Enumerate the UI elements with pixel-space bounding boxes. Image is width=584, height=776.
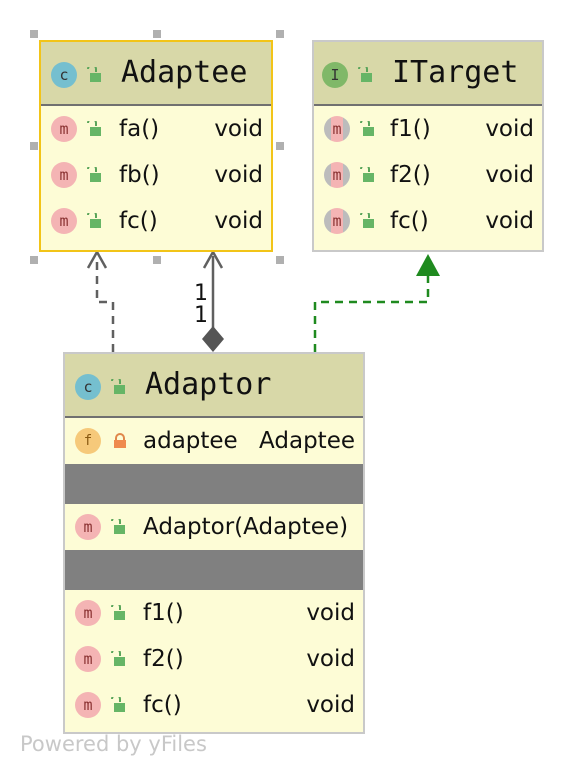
class-adaptor[interactable]: c Adaptor f adaptee Adaptee m Adaptor(Ad… bbox=[63, 352, 365, 734]
multiplicity-label-target: 1 bbox=[194, 303, 208, 328]
unlock-icon bbox=[111, 605, 125, 620]
method-return-type: void bbox=[485, 162, 534, 188]
unlock-icon bbox=[111, 697, 125, 712]
abstract-method-icon: m bbox=[324, 162, 350, 188]
interface-header[interactable]: I ITarget bbox=[314, 42, 542, 106]
dependency-edge[interactable] bbox=[86, 249, 115, 352]
unlock-icon bbox=[87, 67, 101, 82]
implements-edge[interactable] bbox=[313, 254, 440, 352]
method-return-type: void bbox=[306, 692, 355, 718]
unlock-icon bbox=[111, 651, 125, 666]
yfiles-watermark: Powered by yFiles bbox=[20, 732, 207, 756]
method-row[interactable]: m fb() void bbox=[41, 152, 271, 198]
method-return-type: void bbox=[485, 208, 534, 234]
class-title: Adaptor bbox=[145, 367, 272, 402]
resize-handle-e[interactable] bbox=[276, 142, 284, 150]
field-row[interactable]: f adaptee Adaptee bbox=[65, 418, 363, 464]
method-return-type: void bbox=[214, 116, 263, 142]
method-name: f2() bbox=[390, 162, 431, 188]
composition-diamond bbox=[202, 326, 224, 352]
method-name: f1() bbox=[390, 116, 431, 142]
class-adaptee[interactable]: c Adaptee m fa() void m fb() void m fc()… bbox=[39, 40, 273, 252]
resize-handle-s[interactable] bbox=[153, 256, 161, 264]
method-icon: m bbox=[51, 208, 77, 234]
method-name: fc() bbox=[119, 208, 158, 234]
constructor-icon: m bbox=[75, 514, 101, 540]
implements-arrowhead bbox=[416, 254, 440, 276]
method-name: f1() bbox=[143, 600, 184, 626]
class-badge-icon: c bbox=[75, 374, 101, 400]
method-row[interactable]: m f2() void bbox=[65, 636, 363, 682]
method-return-type: void bbox=[214, 162, 263, 188]
method-row[interactable]: m fc() void bbox=[314, 198, 542, 244]
method-name: fa() bbox=[119, 116, 160, 142]
unlock-icon bbox=[360, 167, 374, 182]
multiplicity-label-source: 1 bbox=[194, 281, 208, 306]
interface-itarget[interactable]: I ITarget m f1() void m f2() void m fc()… bbox=[312, 40, 544, 252]
abstract-method-icon: m bbox=[324, 208, 350, 234]
class-header[interactable]: c Adaptor bbox=[65, 354, 363, 418]
method-icon: m bbox=[51, 116, 77, 142]
unlock-icon bbox=[360, 121, 374, 136]
method-icon: m bbox=[75, 600, 101, 626]
method-return-type: void bbox=[214, 208, 263, 234]
field-name: adaptee bbox=[143, 428, 238, 454]
unlock-icon bbox=[111, 519, 125, 534]
field-type: Adaptee bbox=[259, 428, 355, 454]
method-row[interactable]: m f1() void bbox=[65, 590, 363, 636]
resize-handle-ne[interactable] bbox=[276, 30, 284, 38]
method-name: fb() bbox=[119, 162, 160, 188]
method-row[interactable]: m f2() void bbox=[314, 152, 542, 198]
method-row[interactable]: m fc() void bbox=[65, 682, 363, 728]
interface-title: ITarget bbox=[392, 55, 519, 90]
resize-handle-se[interactable] bbox=[276, 256, 284, 264]
class-header[interactable]: c Adaptee bbox=[41, 42, 271, 106]
field-icon: f bbox=[75, 428, 101, 454]
class-title: Adaptee bbox=[121, 55, 248, 90]
class-badge-icon: c bbox=[51, 62, 77, 88]
method-name: fc() bbox=[143, 692, 182, 718]
section-separator bbox=[65, 550, 363, 590]
method-icon: m bbox=[75, 692, 101, 718]
composition-edge[interactable] bbox=[202, 249, 224, 352]
resize-handle-w[interactable] bbox=[30, 142, 38, 150]
unlock-icon bbox=[360, 213, 374, 228]
unlock-icon bbox=[87, 213, 101, 228]
method-row[interactable]: m f1() void bbox=[314, 106, 542, 152]
abstract-method-icon: m bbox=[324, 116, 350, 142]
method-return-type: void bbox=[306, 646, 355, 672]
method-row[interactable]: m fa() void bbox=[41, 106, 271, 152]
interface-badge-icon: I bbox=[322, 62, 348, 88]
unlock-icon bbox=[87, 121, 101, 136]
resize-handle-sw[interactable] bbox=[30, 256, 38, 264]
resize-handle-n[interactable] bbox=[153, 30, 161, 38]
unlock-icon bbox=[87, 167, 101, 182]
lock-icon bbox=[114, 433, 126, 448]
section-separator bbox=[65, 464, 363, 504]
method-icon: m bbox=[75, 646, 101, 672]
method-name: fc() bbox=[390, 208, 429, 234]
method-return-type: void bbox=[485, 116, 534, 142]
constructor-signature: Adaptor(Adaptee) bbox=[143, 514, 349, 540]
method-row[interactable]: m fc() void bbox=[41, 198, 271, 244]
method-name: f2() bbox=[143, 646, 184, 672]
method-icon: m bbox=[51, 162, 77, 188]
unlock-icon bbox=[111, 379, 125, 394]
method-return-type: void bbox=[306, 600, 355, 626]
constructor-row[interactable]: m Adaptor(Adaptee) bbox=[65, 504, 363, 550]
resize-handle-nw[interactable] bbox=[30, 30, 38, 38]
unlock-icon bbox=[358, 67, 372, 82]
